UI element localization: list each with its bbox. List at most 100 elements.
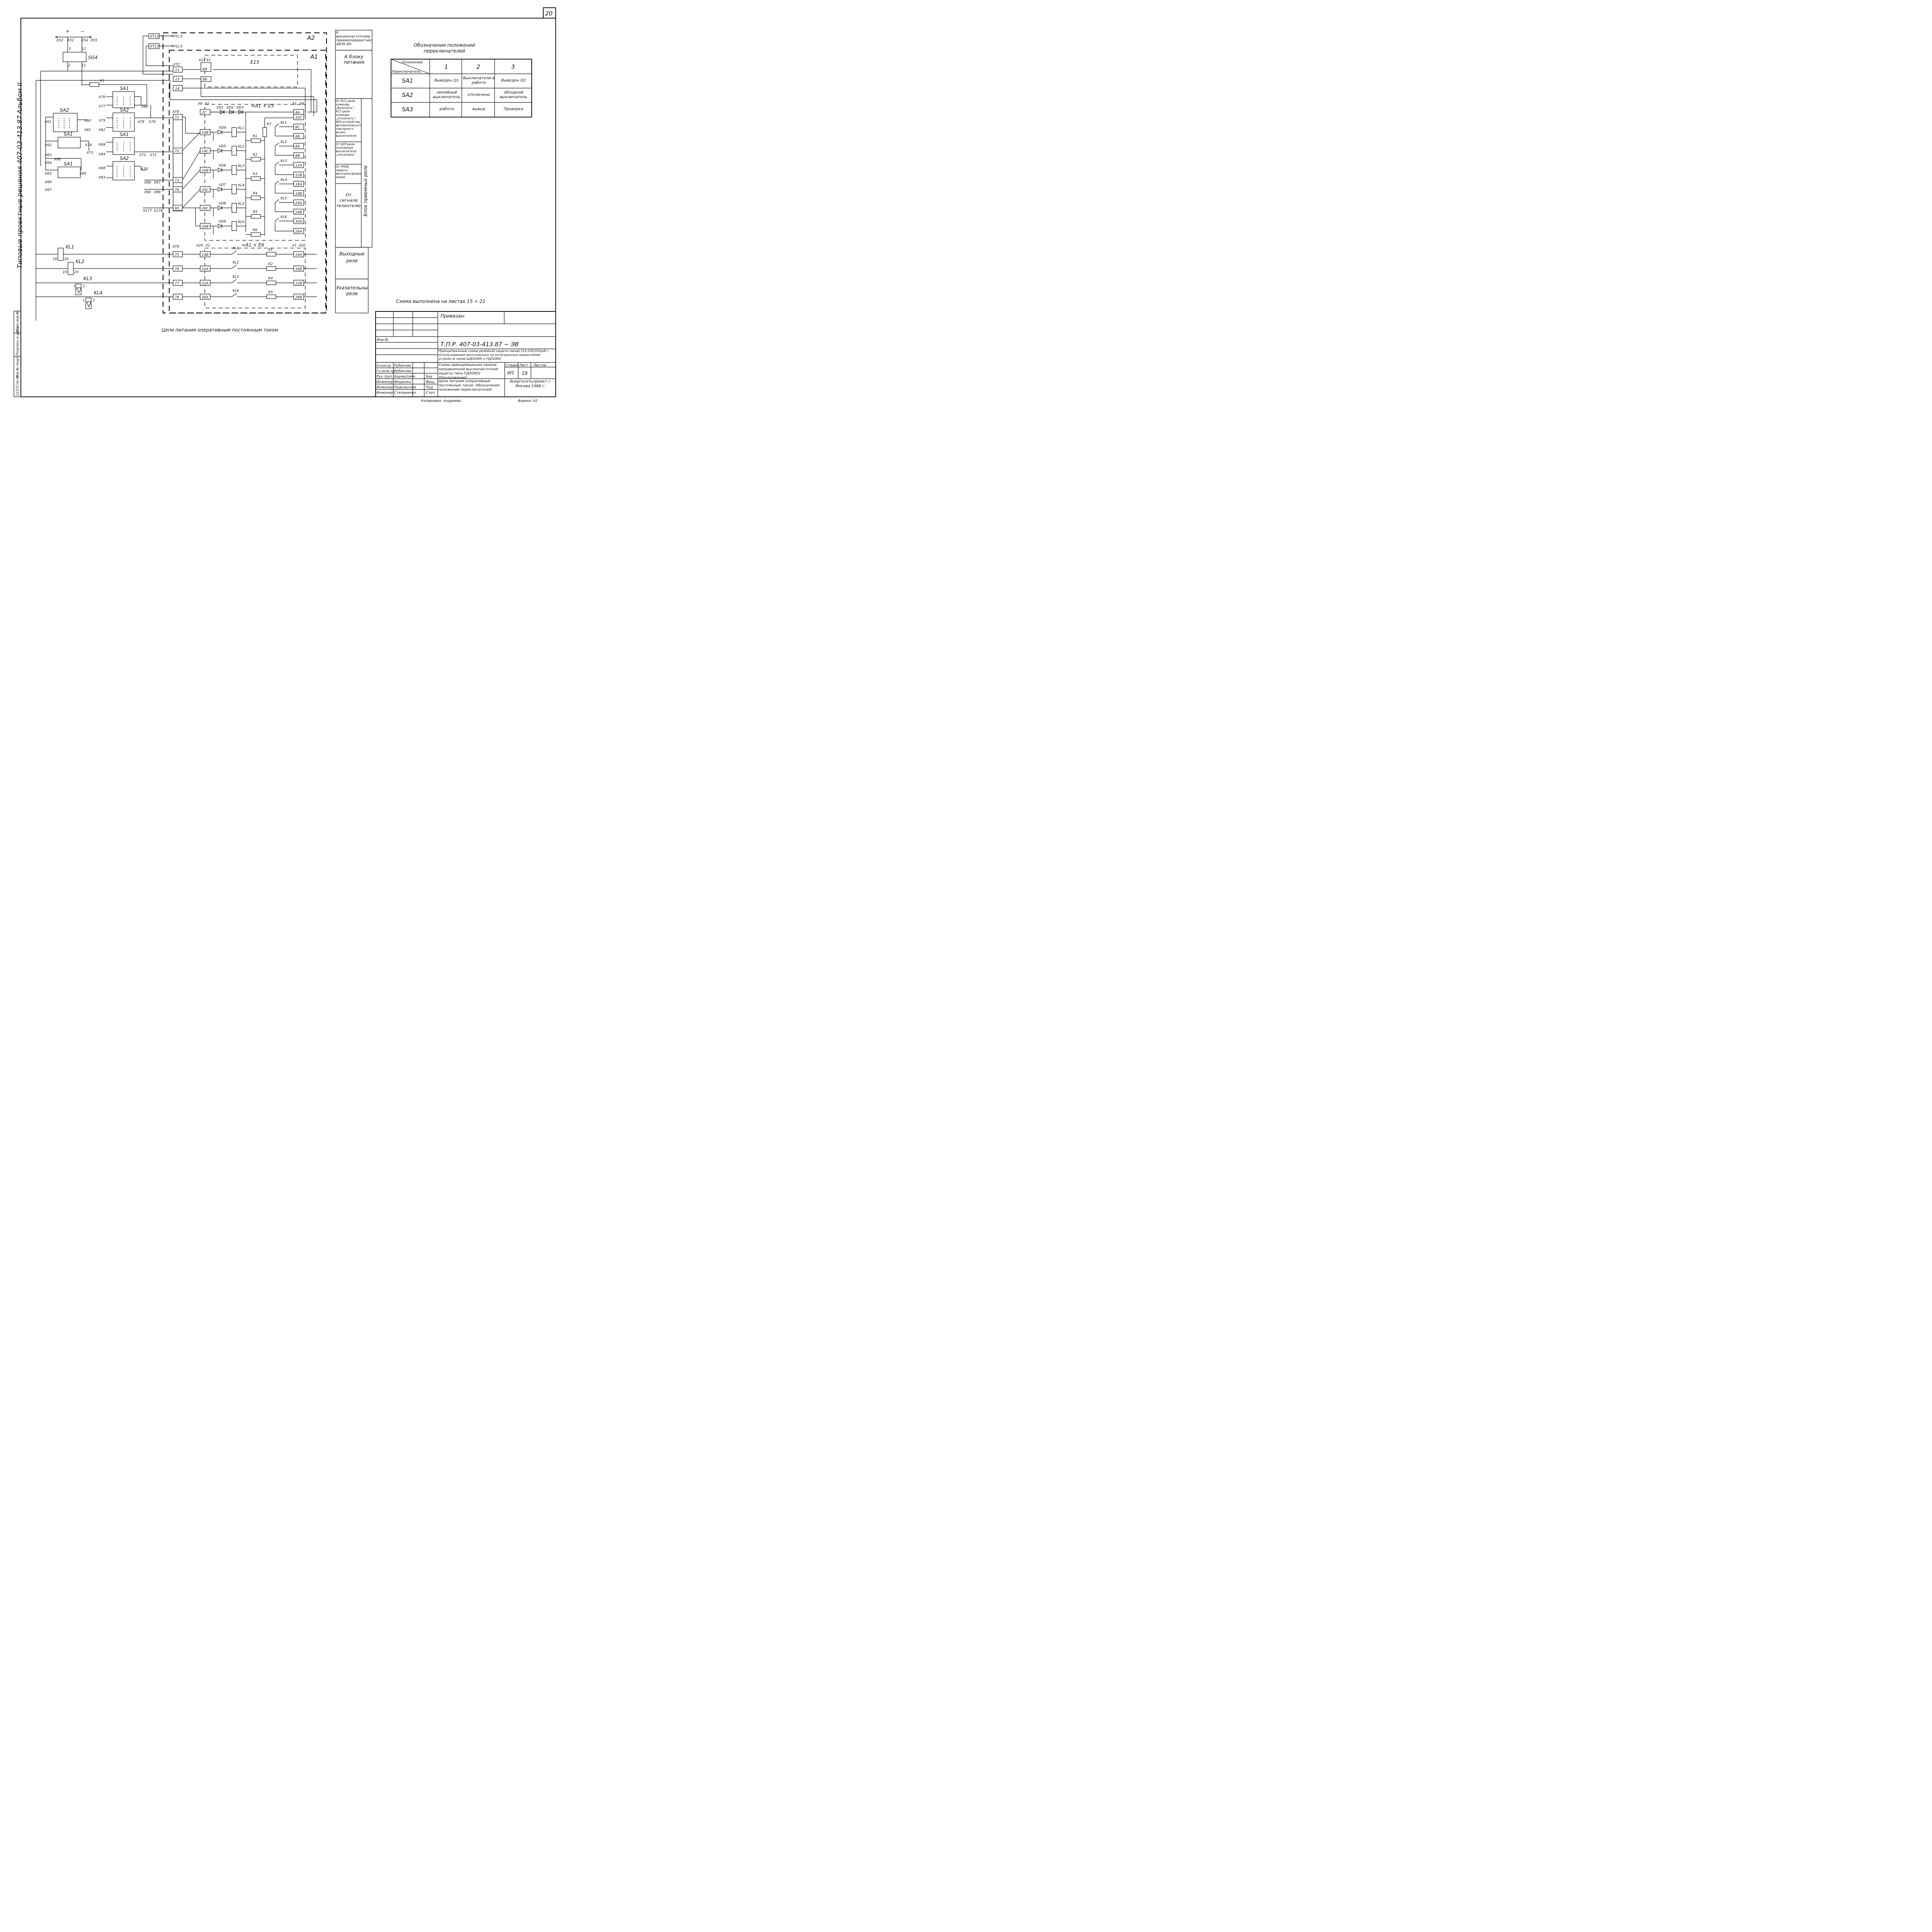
stamp-signature-3: Степ [426,391,435,395]
kl6-coil [231,221,237,231]
e6-right-22B: 22B [295,282,302,286]
xt2-cell-1: 13 [175,78,180,82]
stamp-format: Формат А2 [518,399,538,403]
r6-label: R6 [253,228,257,232]
coil-kl1-pin1: 19 [53,257,57,261]
x74: X74 [85,143,92,147]
switch-blocks: SA2 SA1 SA1 SA1 SA2 SA1 SA2 [44,85,173,213]
svg-text:12: 12 [82,47,86,51]
x177: X177 [143,209,152,213]
sheets-note: Схема выполнена на листах 15 ÷ 21 [396,299,485,304]
stamp-name-2: Баумштейн [394,375,415,379]
kl3-coil [231,165,237,175]
legend-cell-2-1: вывод [472,107,485,111]
kl2-coil [231,146,237,156]
port-p2: П2:5 [174,45,183,49]
e6-res-0: R1 [268,248,273,252]
strip-inv-replace: Взам.инв.№ [16,311,20,332]
e6-block: X20 X1 X1 X20 [196,244,306,248]
coil-kl3-pin2: 2 [83,284,85,288]
port-p1: П1:5 [174,35,183,39]
e5-right-8A: 8A [295,145,300,149]
e5-right-18B: 18B [295,192,302,196]
side-kqt-text: От KQT-реле положения выключателя „отклю… [336,143,357,156]
r5-label: R5 [253,210,257,214]
e5-right-6C: 6C [295,126,300,129]
side-recv-text: Блок приемных реле [363,165,368,216]
coil-kl3-label: KL3 [83,276,92,281]
coil-kl1-label: KL1 [66,244,74,250]
port-xt2: XT2 [173,63,180,67]
e6-x20-right: X20 [298,244,306,248]
kl2-coil-label: KL2 [238,145,245,149]
x61: X61 [44,120,52,124]
x67: X67 [44,188,52,192]
stamp-role-3: Инженер [376,380,393,384]
legend-col-3: 3 [511,63,515,70]
frame-e6-label: =A1 + E6 [242,242,264,248]
coil-kl3 [75,284,82,295]
coil-kl1 [58,248,64,261]
e15-x1: X1 [206,58,211,62]
frame-e5-label: =A1 + E5 [251,103,274,109]
stamp-role-0: Н.контр. [376,364,392,368]
xt8-upper-80: 80 [175,207,179,211]
kl6-coil-label: KL6 [238,220,245,224]
stamp-role-4: Инженер [376,386,393,389]
stamp-stage: РП [507,371,514,376]
strip-signature-date: Подпись и дата [16,327,20,355]
legend-cell-0-0: Выведен Q1 [434,78,459,83]
vd8-label: VD8 [219,202,226,206]
frame-a1 [168,49,327,314]
e6-contact-2: KL5 [233,275,239,279]
xt8-upper-73: 73 [175,179,179,183]
x69: X69 [98,143,105,147]
xt8-upper-74: 74 [175,188,179,192]
coil-kl4 [85,298,92,309]
r7-label: R7 [267,122,271,126]
x89: X89 [153,190,161,194]
x78: X78 [137,120,145,124]
e5-right-12B: 12B [295,173,302,177]
x62: X62 [44,143,52,147]
legend-corner-top: Положение [402,61,423,65]
stamp-name-4: Подольская [394,386,416,389]
x60: X60 [84,119,91,123]
xt2-cell-0: 11 [175,68,179,72]
switch-sa2-a: SA2 [60,107,69,113]
left-coils: KL1 19 20 KL2 19 20 KL3 1 2 KL4 1 2 [36,244,173,309]
stamp-sheet: 19 [522,371,527,376]
x63: X63 [44,153,52,157]
coil-kl4-pin2: 2 [93,299,95,303]
e5-x8-right: X8 [299,102,304,106]
vd7-label: VD7 [219,183,226,187]
r4-label: R4 [253,192,257,196]
stamp-name-3: Фещенко [394,380,412,384]
legend-title: Обозначения положений переключателей [413,43,475,54]
kl4-contact-label: KL4 [281,178,287,182]
x72: X72 [139,153,146,157]
frame-e15-label: E15 [250,60,259,65]
x88: X88 [144,181,151,185]
e5-right-32C-box [293,114,304,120]
x73: X73 [86,151,94,155]
e5-left-14C: 14C [202,150,209,153]
legend-sw-0: SA1 [402,77,413,84]
e15-cell-6b: 6B [202,68,207,71]
e6-left-16A: 16A [202,267,209,271]
strip-code: 11571тм-т2 [16,375,20,396]
x54: X54 [81,39,88,43]
x80: X80 [141,105,148,109]
e5-left-26C: 26C [202,207,209,211]
x86: X86 [54,158,61,162]
kl5-coil [231,203,237,213]
xt8-upper-label: XT8 [172,110,179,114]
stamp-col-sheet: Лист [519,364,529,367]
e6-left-26A: 26A [202,296,209,299]
polarity-minus: − [80,29,84,34]
legend-col-1: 1 [444,63,448,70]
kl5-contact-label: KL5 [281,197,287,201]
legend-sw-1: SA2 [402,92,413,99]
